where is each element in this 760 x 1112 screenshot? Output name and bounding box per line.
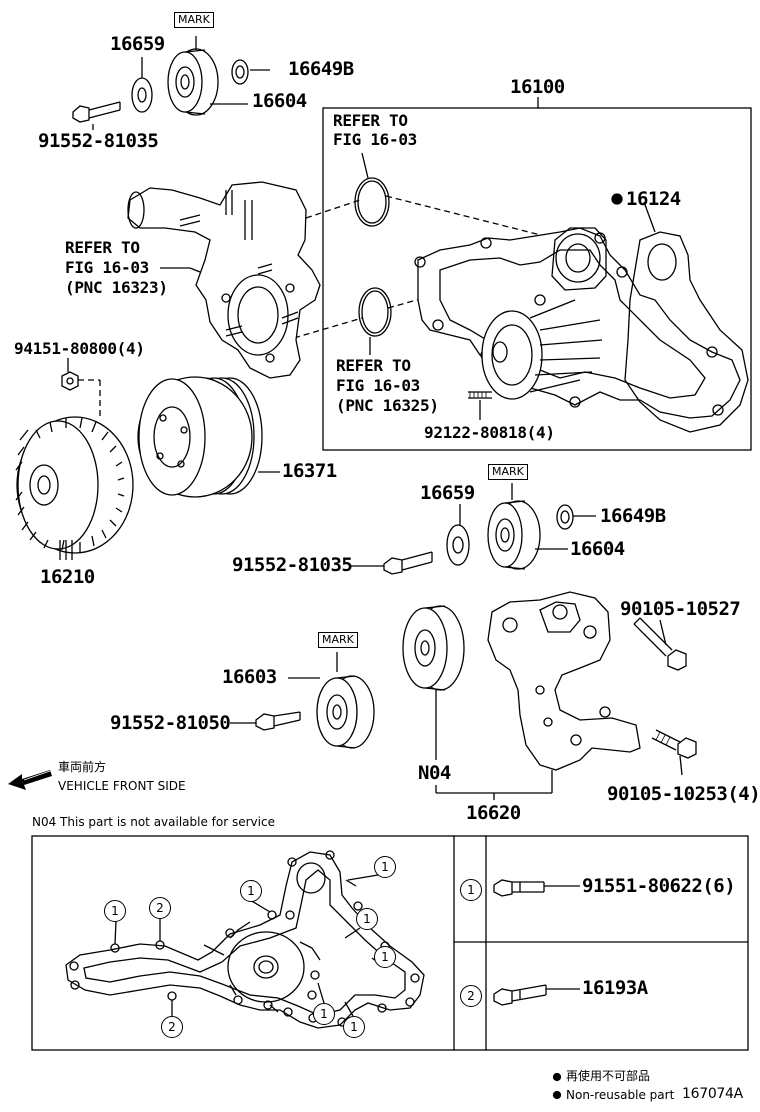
bolt-10527 xyxy=(633,617,687,671)
part-16649b-mid: 16649B xyxy=(600,505,666,527)
non-reusable-dot-16124 xyxy=(611,193,623,205)
stud-bolt-92122 xyxy=(468,391,492,420)
part-16649b-top: 16649B xyxy=(288,58,354,80)
gasket-callout-h: 1 xyxy=(313,1003,335,1025)
part-n04: N04 xyxy=(418,762,451,784)
fan-clutch xyxy=(15,416,134,560)
idler-pulley-16603 xyxy=(288,652,375,749)
table-bolt-2 xyxy=(493,984,580,1006)
water-pump-body xyxy=(414,227,741,419)
bolt-10253 xyxy=(651,729,697,776)
vehicle-front-jp: 車両前方 xyxy=(58,760,107,774)
table-bolt-1 xyxy=(493,879,580,897)
table-row2-circle: 2 xyxy=(460,985,482,1007)
part-90105-10527: 90105-10527 xyxy=(620,598,741,620)
o-ring-lower xyxy=(358,287,392,337)
legend-en: Non-reusable part xyxy=(566,1088,675,1102)
part-16659-top: 16659 xyxy=(110,33,165,55)
part-16604-top: 16604 xyxy=(252,90,307,112)
part-16100: 16100 xyxy=(510,76,565,98)
refer-c-line1: REFER TO xyxy=(336,356,411,375)
table-row2-part: 16193A xyxy=(582,977,648,999)
refer-c-line3: (PNC 16325) xyxy=(336,396,439,415)
water-pump-assembly-box xyxy=(322,107,752,451)
part-16604-mid: 16604 xyxy=(570,538,625,560)
gasket-callout-d: 1 xyxy=(374,856,396,878)
tensioner-pulley xyxy=(402,605,465,691)
idler-cover-plate-mid xyxy=(446,524,470,566)
vehicle-front-arrow xyxy=(8,770,52,790)
table-row1-part: 91551-80622(6) xyxy=(582,875,736,897)
table-row1-circle: 1 xyxy=(460,879,482,901)
water-pump-pulley xyxy=(137,376,280,498)
bolt-81050 xyxy=(230,711,301,731)
idler-bracket xyxy=(487,591,641,771)
bolt-mid xyxy=(383,551,433,575)
idler-washer-mid xyxy=(556,504,574,530)
part-92122-80818: 92122-80818(4) xyxy=(424,423,555,442)
gasket-callout-i: 1 xyxy=(343,1016,365,1038)
part-16124: 16124 xyxy=(626,188,681,210)
legend-jp: 再使用不可部品 xyxy=(566,1069,651,1083)
part-16371: 16371 xyxy=(282,460,337,482)
gasket-detail-drawing xyxy=(65,850,425,1029)
refer-b-line2: FIG 16-03 xyxy=(65,258,149,277)
gasket-callout-g: 2 xyxy=(161,1016,183,1038)
bolt-top xyxy=(72,101,121,123)
idler-pulley-mid xyxy=(487,500,541,570)
part-16603: 16603 xyxy=(222,666,277,688)
gasket-callout-c: 1 xyxy=(240,880,262,902)
n04-note: N04 This part is not available for servi… xyxy=(32,815,275,829)
non-reusable-dot xyxy=(552,1072,562,1082)
refer-b-line1: REFER TO xyxy=(65,238,140,257)
gasket-callout-f: 1 xyxy=(374,946,396,968)
figure-code: 167074A xyxy=(682,1086,743,1102)
refer-c-line2: FIG 16-03 xyxy=(336,376,420,395)
water-inlet-housing xyxy=(127,181,321,379)
refer-a-line1: REFER TO xyxy=(333,111,408,130)
part-90105-10253: 90105-10253(4) xyxy=(607,783,760,805)
idler-pulley-top xyxy=(167,48,219,116)
gasket-callout-e: 1 xyxy=(356,908,378,930)
refer-a-line2: FIG 16-03 xyxy=(333,130,417,149)
part-91552-81035-top: 91552-81035 xyxy=(38,130,159,152)
part-94151-80800: 94151-80800(4) xyxy=(14,339,145,358)
vehicle-front-en: VEHICLE FRONT SIDE xyxy=(58,779,186,793)
detail-frame xyxy=(31,835,749,1051)
idler-cover-plate-top xyxy=(131,77,153,113)
idler-washer-top xyxy=(231,59,249,85)
gasket-callout-a: 1 xyxy=(104,900,126,922)
gasket-16124 xyxy=(624,201,749,433)
part-16620: 16620 xyxy=(466,802,521,824)
o-ring-upper xyxy=(354,177,390,227)
part-16659-mid: 16659 xyxy=(420,482,475,504)
refer-b-line3: (PNC 16323) xyxy=(65,278,168,297)
nut-94151 xyxy=(61,358,79,391)
gasket-callout-b: 2 xyxy=(149,897,171,919)
non-reusable-dot-2 xyxy=(552,1090,562,1100)
mark-tag-low: MARK xyxy=(318,632,358,649)
part-16210: 16210 xyxy=(40,566,95,588)
part-91552-81050: 91552-81050 xyxy=(110,712,231,734)
mark-tag-top: MARK xyxy=(174,12,214,29)
part-91552-81035-mid: 91552-81035 xyxy=(232,554,353,576)
mark-tag-mid: MARK xyxy=(488,464,528,481)
